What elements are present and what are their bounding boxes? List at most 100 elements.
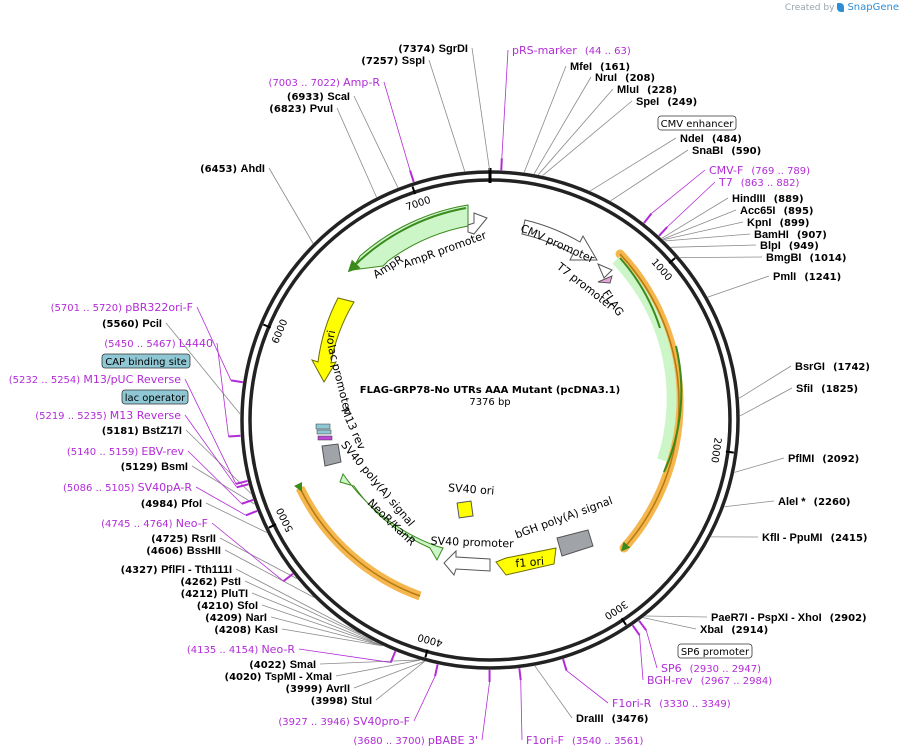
primer-site-mark — [245, 509, 258, 517]
restriction-site-label[interactable]: BmgBI(1014) — [766, 252, 846, 264]
restriction-site-label[interactable]: (4210) SfoI — [197, 600, 258, 612]
restriction-site-label[interactable]: (5181) BstZ17I — [102, 425, 182, 437]
restriction-site-label[interactable]: PmlI(1241) — [773, 271, 841, 283]
feature-label: lac promoter — [325, 343, 355, 415]
restriction-site-label[interactable]: (4022) SmaI — [249, 659, 316, 671]
primer-leader-line — [187, 450, 243, 505]
primer-label[interactable]: F1ori-F(3540 .. 3561) — [526, 734, 643, 747]
inner-orf-band — [612, 256, 677, 462]
snapgene-credit: Created by SnapGene — [785, 2, 899, 13]
restriction-site-label[interactable]: (4262) PstI — [180, 576, 241, 588]
restriction-site-label[interactable]: NruI(208) — [595, 72, 655, 84]
primer-site-mark — [235, 479, 248, 485]
primer-label[interactable]: (3927 .. 3946) SV40pro-F — [278, 715, 410, 728]
restriction-site-label[interactable]: (4606) BssHII — [146, 545, 221, 557]
restriction-site-label[interactable]: (7257) SspI — [361, 55, 425, 67]
restriction-site-label[interactable]: BlpI(949) — [760, 240, 819, 252]
restriction-site-label[interactable]: (4725) RsrII — [151, 533, 216, 545]
primer-label[interactable]: (4135 .. 4154) Neo-R — [187, 643, 296, 656]
site-name: SfoI — [237, 600, 258, 612]
primer-site-mark — [241, 498, 254, 505]
plasmid-length: 7376 bp — [469, 397, 510, 408]
restriction-site-label[interactable]: (4984) PfoI — [141, 498, 202, 510]
primer-site-mark — [500, 158, 503, 171]
restriction-site-label[interactable]: PaeR7I - PspXI - XhoI(2902) — [711, 612, 867, 624]
restriction-site-label[interactable]: (4209) NarI — [205, 612, 267, 624]
restriction-site-label[interactable]: MfeI(161) — [570, 61, 630, 73]
restriction-site-label[interactable]: (6933) ScaI — [287, 91, 350, 103]
restriction-site-label[interactable]: (4327) PflFI - Tth111I — [121, 564, 232, 576]
restriction-site-label[interactable]: (3998) StuI — [311, 695, 372, 707]
site-leader-line — [610, 149, 689, 202]
primer-label[interactable]: T7(863 .. 882) — [718, 176, 800, 189]
ampr-orf-arrow — [347, 207, 467, 273]
primer-site-mark — [228, 434, 241, 438]
restriction-site-label[interactable]: XbaI(2914) — [700, 624, 768, 636]
feature-box-label[interactable]: CMV enhancer — [661, 119, 735, 130]
site-leader-line — [244, 580, 373, 642]
restriction-site-label[interactable]: NdeI(484) — [680, 133, 742, 145]
restriction-site-label[interactable]: PflMI(2092) — [788, 453, 859, 465]
restriction-site-label[interactable]: (4208) KasI — [214, 624, 278, 636]
primer-name: Neo-F — [176, 517, 208, 530]
restriction-site-label[interactable]: (7374) SgrDI — [398, 43, 468, 55]
restriction-site-label[interactable]: SfiI(1825) — [796, 383, 858, 395]
restriction-site-label[interactable]: (6453) AhdI — [200, 163, 265, 175]
primer-label[interactable]: (5086 .. 5105) SV40pA-R — [63, 481, 192, 494]
restriction-site-label[interactable]: (5129) BsmI — [121, 461, 188, 473]
flag-feature — [597, 275, 613, 284]
feature-label: bGH poly(A) signal — [513, 494, 614, 541]
restriction-site-label[interactable]: Acc65I(895) — [740, 205, 814, 217]
feature-box-label[interactable]: CAP binding site — [105, 357, 187, 368]
primer-name: L4440 — [179, 337, 213, 350]
restriction-site-label[interactable]: SnaBI(590) — [692, 145, 761, 157]
primer-label[interactable]: CMV-F(769 .. 789) — [709, 164, 810, 177]
restriction-site-label[interactable]: KpnI(899) — [747, 217, 809, 229]
primer-label[interactable]: (7003 .. 7022) Amp-R — [269, 76, 381, 89]
site-leader-line — [319, 659, 420, 665]
primer-label[interactable]: (5232 .. 5254) M13/pUC Reverse — [9, 373, 181, 386]
primer-label[interactable]: SP6(2930 .. 2947) — [661, 662, 761, 675]
primer-label[interactable]: pRS-marker(44 .. 63) — [512, 44, 631, 57]
sv40-ori-feature — [456, 500, 474, 519]
restriction-site-label[interactable]: (3999) AvrII — [285, 683, 350, 695]
restriction-site-label[interactable]: DraIII(3476) — [576, 713, 649, 725]
primer-label[interactable]: BGH-rev(2967 .. 2984) — [647, 674, 772, 687]
restriction-site-label[interactable]: (6823) PvuI — [269, 103, 333, 115]
feature-box-label[interactable]: lac operator — [125, 393, 186, 404]
restriction-site-label[interactable]: HindIII(889) — [732, 193, 804, 205]
primer-label[interactable]: F1ori-R(3330 .. 3349) — [612, 697, 731, 710]
restriction-site-label[interactable]: (4212) PluTI — [181, 588, 248, 600]
site-leader-line — [680, 256, 763, 259]
restriction-site-label[interactable]: KflI - PpuMI(2415) — [762, 532, 867, 544]
restriction-site-label[interactable]: (5560) PciI — [102, 318, 162, 330]
site-position: (3999) — [285, 684, 325, 695]
site-leader-line — [663, 221, 744, 241]
primer-label[interactable]: (5701 .. 5720) pBR322ori-F — [51, 301, 193, 314]
grp78-orf-arrow — [619, 253, 680, 552]
site-position: (590) — [731, 146, 761, 157]
primer-range: (5086 .. 5105) — [63, 483, 138, 494]
restriction-site-label[interactable]: BsrGI(1742) — [795, 361, 870, 373]
primer-name: M13/pUC Reverse — [83, 373, 181, 386]
site-position: (2415) — [831, 533, 868, 544]
primer-label[interactable]: (5450 .. 5467) L4440 — [104, 337, 213, 350]
site-position: (7374) — [398, 44, 438, 55]
site-name: AvrII — [326, 683, 350, 695]
feature-box-label[interactable]: SP6 promoter — [681, 647, 750, 658]
site-name: SgrDI — [439, 43, 468, 55]
restriction-site-label[interactable]: AleI *(2260) — [778, 496, 851, 508]
primer-label[interactable]: (5219 .. 5235) M13 Reverse — [35, 409, 181, 422]
restriction-site-label[interactable]: (4020) TspMI - XmaI — [225, 671, 333, 683]
site-name: BstZ17I — [142, 425, 182, 437]
site-position: (4725) — [151, 534, 191, 545]
lac-operator-feature — [315, 423, 331, 430]
primer-label[interactable]: (5140 .. 5159) EBV-rev — [67, 445, 185, 458]
restriction-site-label[interactable]: MluI(228) — [617, 84, 677, 96]
primer-range: (3927 .. 3946) — [278, 717, 353, 728]
primer-label[interactable]: (3680 .. 3700) pBABE 3' — [353, 734, 478, 747]
primer-label[interactable]: (4745 .. 4764) Neo-F — [101, 517, 208, 530]
site-position: (6453) — [200, 164, 240, 175]
restriction-site-label[interactable]: SpeI(249) — [636, 96, 697, 108]
